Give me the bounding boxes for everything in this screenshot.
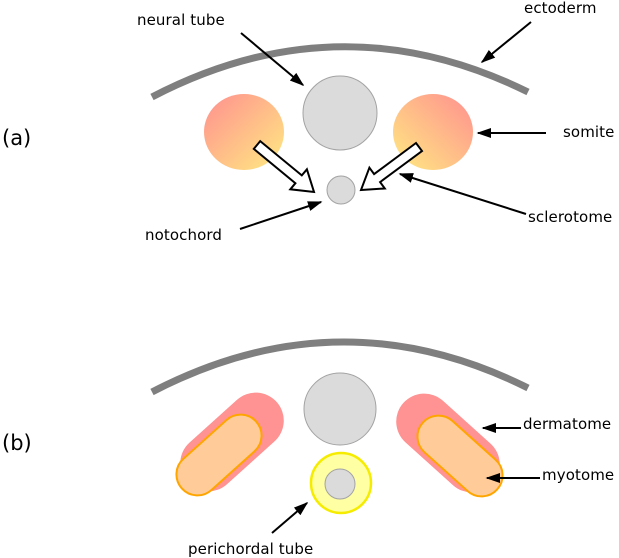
open-arrow-right bbox=[359, 141, 424, 192]
notochord-arrow bbox=[239, 201, 323, 230]
ectoderm-arc-a bbox=[150, 43, 530, 101]
sclerotome-arrow bbox=[398, 173, 527, 215]
neural-tube-b bbox=[303, 372, 377, 446]
ectoderm-arrow bbox=[480, 21, 532, 63]
open-arrow-left bbox=[252, 139, 316, 194]
neural-tube-a bbox=[302, 75, 378, 151]
notochord bbox=[326, 175, 356, 205]
myotome-left bbox=[175, 413, 263, 497]
notochord-label: notochord bbox=[145, 226, 222, 244]
perichordal-tube-label: perichordal tube bbox=[188, 540, 314, 558]
panel-a-label: (a) bbox=[2, 126, 32, 150]
perichordal-tube-core bbox=[324, 468, 356, 500]
myotome-label: myotome bbox=[542, 466, 615, 484]
somite-label: somite bbox=[563, 123, 615, 141]
ectoderm-label: ectoderm bbox=[524, 0, 597, 17]
ectoderm-arc-b bbox=[150, 338, 530, 396]
panel-b-label: (b) bbox=[2, 431, 32, 455]
sclerotome-label: sclerotome bbox=[528, 208, 613, 226]
myotome-right bbox=[416, 414, 504, 498]
dermatome-label: dermatome bbox=[523, 415, 612, 433]
perichordal-tube-arrow bbox=[271, 502, 309, 534]
neural-tube-label: neural tube bbox=[137, 11, 225, 29]
neural-tube-arrow bbox=[240, 32, 305, 86]
